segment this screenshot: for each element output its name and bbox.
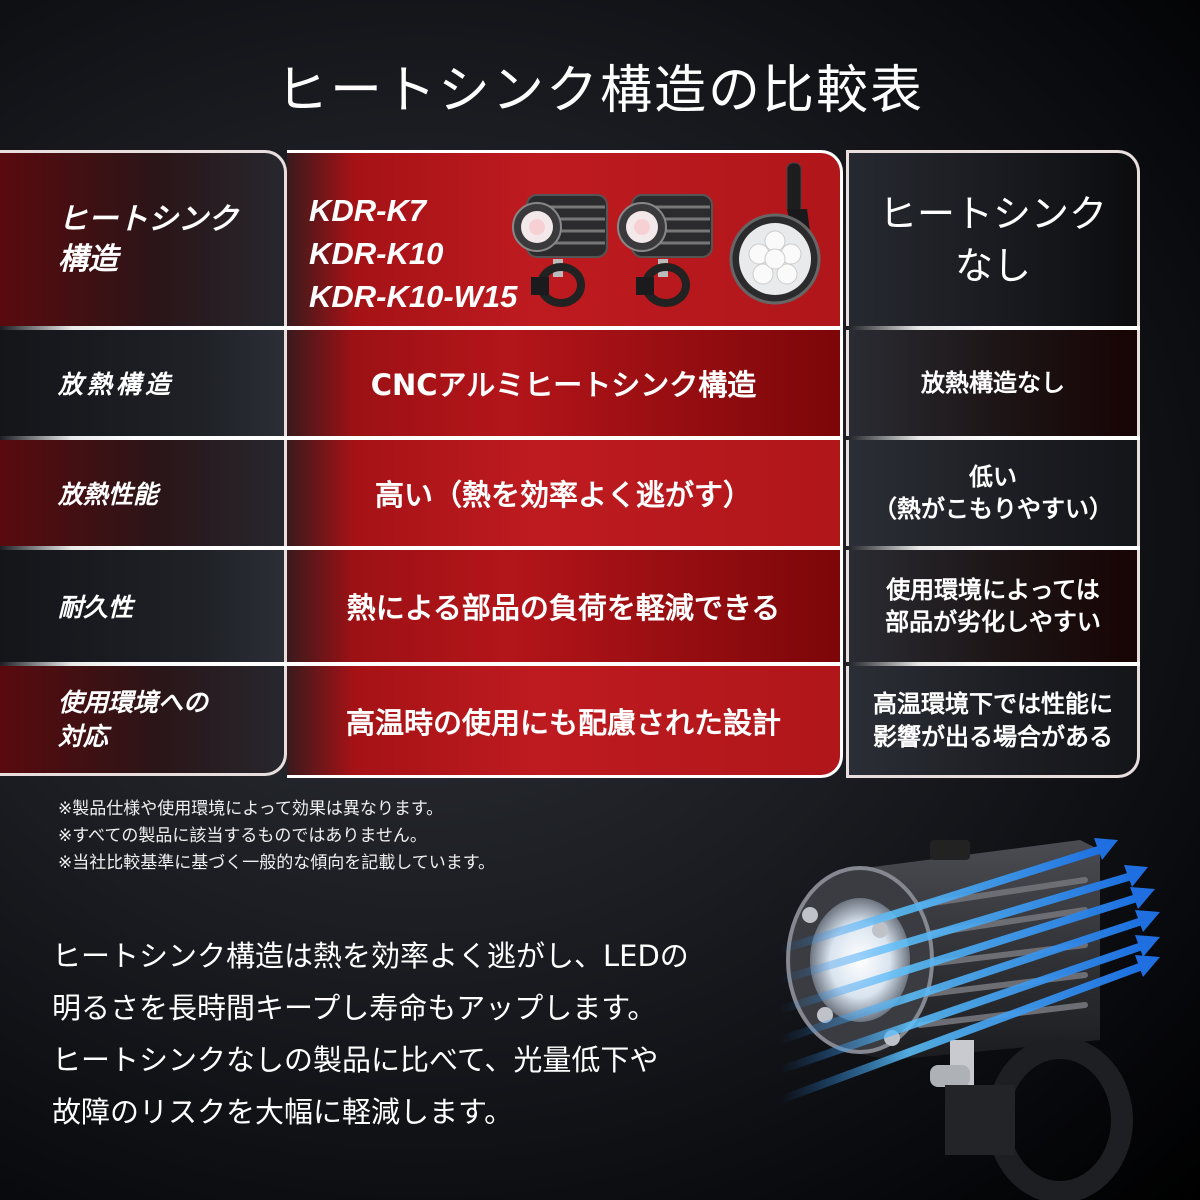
header-label-cell: ヒートシンク 構造: [0, 150, 287, 326]
model-list: KDR-K7 KDR-K10 KDR-K10-W15: [309, 189, 517, 318]
cell-text: 高温時の使用にも配慮された設計: [345, 705, 781, 740]
header-line-1: ヒートシンク: [878, 191, 1107, 236]
cell-text: CNCアルミヒートシンク構造: [370, 368, 757, 402]
row-divider: [0, 436, 287, 440]
footnote: ※すべての製品に該当するものではありません。: [58, 826, 427, 846]
cell-text-line-2: 部品が劣化しやすい: [885, 608, 1101, 636]
row-label-cell: 放熱構造: [0, 330, 287, 436]
with-heatsink-cell: 高い（熱を効率よく逃がす）: [287, 440, 843, 546]
page-title: ヒートシンク構造の比較表: [275, 61, 924, 121]
row-label-cell: 耐久性: [0, 550, 287, 662]
model-name: KDR-K10-W15: [309, 279, 518, 314]
row-label-cell: 放熱性能: [0, 440, 287, 546]
cell-text-line-1: 低い: [969, 462, 1017, 491]
row-label-line-2: 対応: [58, 721, 109, 751]
cell-text-line-2: 影響が出る場合がある: [873, 722, 1113, 751]
product-header-cell: KDR-K7 KDR-K10 KDR-K10-W15: [287, 150, 843, 326]
row-divider: [0, 662, 287, 666]
row-divider: [846, 546, 1140, 550]
header-line-2: なし: [954, 243, 1031, 288]
with-heatsink-cell: 高温時の使用にも配慮された設計: [287, 666, 843, 778]
product-image-k10-w15: [729, 162, 821, 305]
row-label-line-1: 使用環境への: [58, 687, 209, 717]
summary-line: 故障のリスクを大幅に軽減します。: [52, 1095, 514, 1129]
summary-text: ヒートシンク構造は熱を効率よく逃がし、LEDの 明るさを長時間キープし寿命もアッ…: [52, 930, 689, 1138]
without-heatsink-cell: 低い （熱がこもりやすい）: [846, 440, 1140, 546]
row-label: 放熱構造: [58, 370, 175, 399]
summary-line: ヒートシンク構造は熱を効率よく逃がし、LEDの: [52, 939, 689, 973]
row-divider: [287, 546, 843, 550]
without-heatsink-cell: 放熱構造なし: [846, 330, 1140, 436]
row-divider: [287, 662, 843, 666]
row-divider: [846, 436, 1140, 440]
model-name: KDR-K7: [309, 193, 427, 228]
led-light-airflow-illustration: [780, 838, 1160, 1200]
without-heatsink-cell: 高温環境下では性能に 影響が出る場合がある: [846, 666, 1140, 778]
cell-text: 放熱構造なし: [921, 368, 1065, 397]
header-label-line-2: 構造: [58, 241, 118, 277]
row-label: 耐久性: [58, 593, 134, 622]
row-divider: [287, 326, 843, 330]
row-divider: [0, 546, 287, 550]
with-heatsink-cell: CNCアルミヒートシンク構造: [287, 330, 843, 436]
row-divider: [846, 326, 1140, 330]
summary-line: 明るさを長時間キープし寿命もアップします。: [52, 991, 657, 1025]
row-label-cell: 使用環境への 対応: [0, 666, 287, 776]
footnote: ※当社比較基準に基づく一般的な傾向を記載しています。: [58, 853, 496, 873]
cell-text-line-1: 使用環境によっては: [886, 575, 1100, 604]
row-divider: [0, 326, 287, 330]
cell-text-line-2: （熱がこもりやすい）: [873, 495, 1113, 523]
without-heatsink-header-cell: ヒートシンク なし: [846, 150, 1140, 326]
footnotes: ※製品仕様や使用環境によって効果は異なります。 ※すべての製品に該当するものでは…: [58, 796, 495, 877]
cell-text: 熱による部品の負荷を軽減できる: [346, 591, 781, 625]
row-divider: [287, 436, 843, 440]
product-image-k10: [617, 194, 713, 307]
with-heatsink-cell: 熱による部品の負荷を軽減できる: [287, 550, 843, 662]
summary-line: ヒートシンクなしの製品に比べて、光量低下や: [52, 1043, 659, 1077]
model-name: KDR-K10: [309, 236, 444, 271]
cell-text: 高い（熱を効率よく逃がす）: [374, 478, 752, 512]
row-label: 放熱性能: [58, 480, 159, 509]
cell-text-line-1: 高温環境下では性能に: [873, 690, 1113, 719]
without-heatsink-cell: 使用環境によっては 部品が劣化しやすい: [846, 550, 1140, 662]
product-image-k7: [512, 194, 608, 307]
footnote: ※製品仕様や使用環境によって効果は異なります。: [58, 799, 444, 819]
row-divider: [846, 662, 1140, 666]
header-label-line-1: ヒートシンク: [58, 201, 238, 237]
